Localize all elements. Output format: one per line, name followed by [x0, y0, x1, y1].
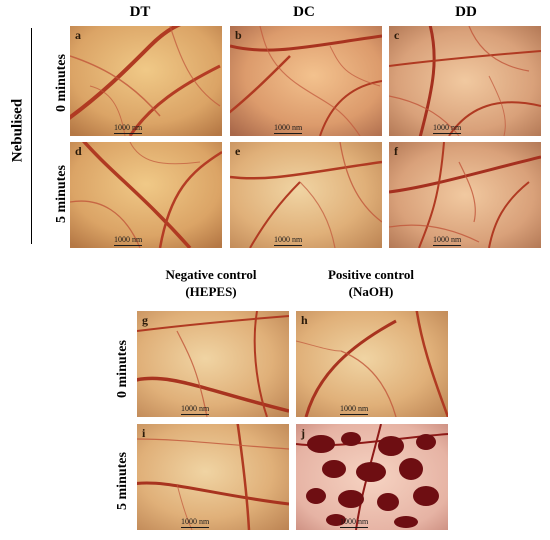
positive-control-subtitle: (NaOH)	[348, 284, 394, 299]
scale-label-g: 1000 nm	[181, 404, 210, 413]
row-label-0-minutes-top: 0 minutes	[54, 54, 69, 112]
row-label-0-minutes-bottom: 0 minutes	[115, 340, 130, 398]
image-panel-e: e 1000 nm	[230, 142, 382, 248]
cam-image-b	[230, 26, 382, 136]
cam-image-i	[137, 424, 289, 530]
panel-letter-d: d	[75, 144, 82, 158]
scale-label-d: 1000 nm	[114, 235, 143, 244]
scale-label-h: 1000 nm	[340, 404, 369, 413]
scale-bar-f: 1000 nm	[433, 235, 462, 246]
cam-image-g	[137, 311, 289, 417]
image-panel-h: h 1000 nm	[296, 311, 448, 417]
scale-label-b: 1000 nm	[274, 123, 303, 132]
image-panel-d: d 1000 nm	[70, 142, 222, 248]
scale-label-a: 1000 nm	[114, 123, 143, 132]
image-panel-g: g 1000 nm	[137, 311, 289, 417]
group-label-nebulised: Nebulised	[9, 98, 26, 163]
cam-image-j	[296, 424, 448, 530]
cam-image-h	[296, 311, 448, 417]
row-label-5-minutes-bottom: 5 minutes	[115, 452, 130, 510]
column-header-dc: DC	[293, 4, 315, 20]
column-header-dd: DD	[455, 4, 477, 20]
image-panel-f: f 1000 nm	[389, 142, 541, 248]
cam-image-e	[230, 142, 382, 248]
panel-letter-g: g	[142, 313, 148, 327]
panel-letter-a: a	[75, 28, 81, 42]
panel-letter-i: i	[142, 426, 146, 440]
image-panel-i: i 1000 nm	[137, 424, 289, 530]
scale-label-j: 1000 nm	[340, 517, 369, 526]
scale-label-i: 1000 nm	[181, 517, 210, 526]
scale-label-c: 1000 nm	[433, 123, 462, 132]
panel-letter-c: c	[394, 28, 400, 42]
scale-bar-e: 1000 nm	[274, 235, 303, 246]
column-header-dt: DT	[129, 4, 151, 20]
cam-image-c	[389, 26, 541, 136]
panel-letter-e: e	[235, 144, 241, 158]
group-bracket	[31, 28, 32, 244]
row-label-5-minutes-top: 5 minutes	[54, 165, 69, 223]
image-panel-c: c 1000 nm	[389, 26, 541, 136]
scale-bar-g: 1000 nm	[181, 404, 210, 415]
panel-letter-j: j	[301, 426, 305, 440]
positive-control-header: Positive control (NaOH)	[296, 266, 446, 300]
scale-bar-i: 1000 nm	[181, 517, 210, 528]
image-panel-j: j 1000 nm	[296, 424, 448, 530]
cam-image-f	[389, 142, 541, 248]
scale-label-e: 1000 nm	[274, 235, 303, 244]
negative-control-header: Negative control (HEPES)	[136, 266, 286, 300]
negative-control-subtitle: (HEPES)	[185, 284, 237, 299]
scale-bar-j: 1000 nm	[340, 517, 369, 528]
panel-letter-b: b	[235, 28, 242, 42]
image-panel-a: a 1000 nm	[70, 26, 222, 136]
cam-image-d	[70, 142, 222, 248]
scale-bar-b: 1000 nm	[274, 123, 303, 134]
panel-letter-f: f	[394, 144, 398, 158]
scale-label-f: 1000 nm	[433, 235, 462, 244]
scale-bar-c: 1000 nm	[433, 123, 462, 134]
panel-letter-h: h	[301, 313, 308, 327]
image-panel-b: b 1000 nm	[230, 26, 382, 136]
negative-control-title: Negative control	[165, 267, 257, 282]
scale-bar-h: 1000 nm	[340, 404, 369, 415]
cam-image-a	[70, 26, 222, 136]
scale-bar-d: 1000 nm	[114, 235, 143, 246]
positive-control-title: Positive control	[327, 267, 415, 282]
scale-bar-a: 1000 nm	[114, 123, 143, 134]
